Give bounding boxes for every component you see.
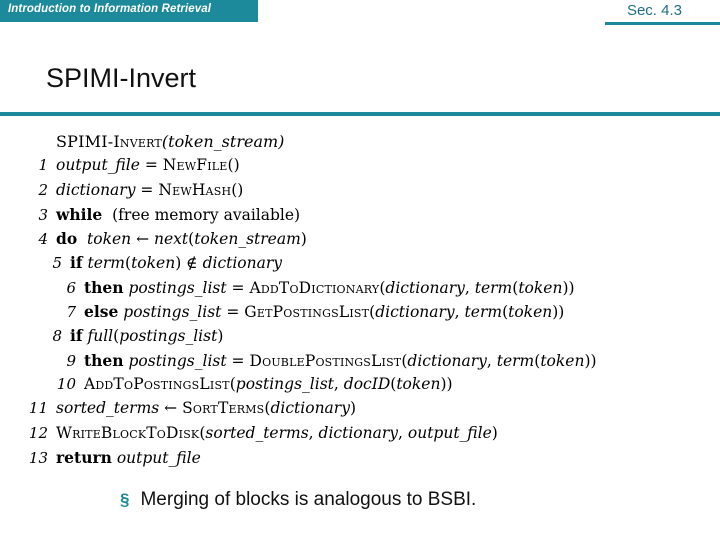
pseudocode-line: 10 AddToPostingsList(postings_list, docI… — [22, 375, 698, 399]
pseudocode-line: 2 dictionary = NewHash() — [22, 181, 698, 205]
pseudocode-line: 11 sorted_terms ← SortTerms(dictionary) — [22, 399, 698, 423]
pseudocode-line: 3 while (free memory available) — [22, 205, 698, 229]
page-title: SPIMI-Invert — [46, 63, 197, 93]
pseudocode-line-text: WriteBlockToDisk(sorted_terms, dictionar… — [56, 423, 498, 442]
pseudocode-line-text: then postings_list = AddToDictionary(dic… — [84, 277, 575, 297]
pseudocode-line-text: output_file = NewFile() — [56, 156, 240, 175]
procedure-name: SPIMI-Invert — [56, 132, 162, 151]
header-banner-label: Introduction to Information Retrieval — [8, 3, 212, 15]
pseudocode-line-number: 10 — [56, 374, 76, 393]
pseudocode-line: 7 else postings_list = GetPostingsList(d… — [22, 302, 698, 326]
header-banner: Introduction to Information Retrieval — [0, 0, 258, 22]
pseudocode-block: SPIMI-Invert(token_stream) 1 output_file… — [22, 132, 698, 472]
section-rule — [605, 22, 720, 25]
pseudocode-line-number: 3 — [38, 205, 48, 224]
pseudocode-line: 4 do token ← next(token_stream) — [22, 229, 698, 253]
pseudocode-line-number: 12 — [28, 423, 48, 442]
bullet-text: Merging of blocks is analogous to BSBI. — [140, 489, 477, 510]
bullet-item: § Merging of blocks is analogous to BSBI… — [120, 489, 476, 511]
pseudocode-line: 1 output_file = NewFile() — [22, 156, 698, 180]
pseudocode-line-number: 5 — [52, 254, 62, 273]
pseudocode-line-number: 4 — [38, 230, 48, 249]
pseudocode-line-number: 7 — [66, 303, 76, 322]
pseudocode-line: 13 return output_file — [22, 448, 698, 472]
pseudocode-line-number: 1 — [38, 156, 48, 175]
pseudocode-line-text: then postings_list = DoublePostingsList(… — [84, 350, 597, 370]
title-divider — [0, 112, 720, 116]
section-label: Sec. 4.3 — [626, 2, 682, 19]
procedure-args: (token_stream) — [161, 132, 285, 151]
pseudocode-line-text: dictionary = NewHash() — [56, 180, 244, 199]
pseudocode-line-text: sorted_terms ← SortTerms(dictionary) — [56, 399, 357, 418]
pseudocode-line: 9 then postings_list = DoublePostingsLis… — [22, 351, 698, 375]
pseudocode-line: 12 WriteBlockToDisk(sorted_terms, dictio… — [22, 424, 698, 448]
pseudocode-line-number: 9 — [66, 351, 76, 370]
pseudocode-signature-text: SPIMI-Invert(token_stream) — [56, 132, 284, 151]
pseudocode-line-text: do token ← next(token_stream) — [56, 229, 307, 249]
pseudocode-line: 8 if full(postings_list) — [22, 326, 698, 350]
pseudocode-line-text: AddToPostingsList(postings_list, docID(t… — [84, 374, 453, 393]
pseudocode-line-number: 11 — [28, 399, 48, 418]
pseudocode-line-text: return output_file — [56, 447, 201, 467]
pseudocode-line-text: if full(postings_list) — [70, 326, 224, 346]
pseudocode-line-number: 13 — [28, 448, 48, 467]
pseudocode-line-number: 6 — [66, 278, 76, 297]
pseudocode-line-number: 8 — [52, 327, 62, 346]
pseudocode-signature: SPIMI-Invert(token_stream) — [22, 132, 698, 156]
pseudocode-line-text: while (free memory available) — [56, 204, 301, 224]
pseudocode-line: 5 if term(token) ∉ dictionary — [22, 253, 698, 277]
pseudocode-line-text: if term(token) ∉ dictionary — [70, 253, 283, 273]
bullet-marker-icon: § — [120, 490, 130, 509]
pseudocode-line: 6 then postings_list = AddToDictionary(d… — [22, 278, 698, 302]
pseudocode-line-text: else postings_list = GetPostingsList(dic… — [84, 302, 565, 322]
pseudocode-line-number: 2 — [38, 180, 48, 199]
